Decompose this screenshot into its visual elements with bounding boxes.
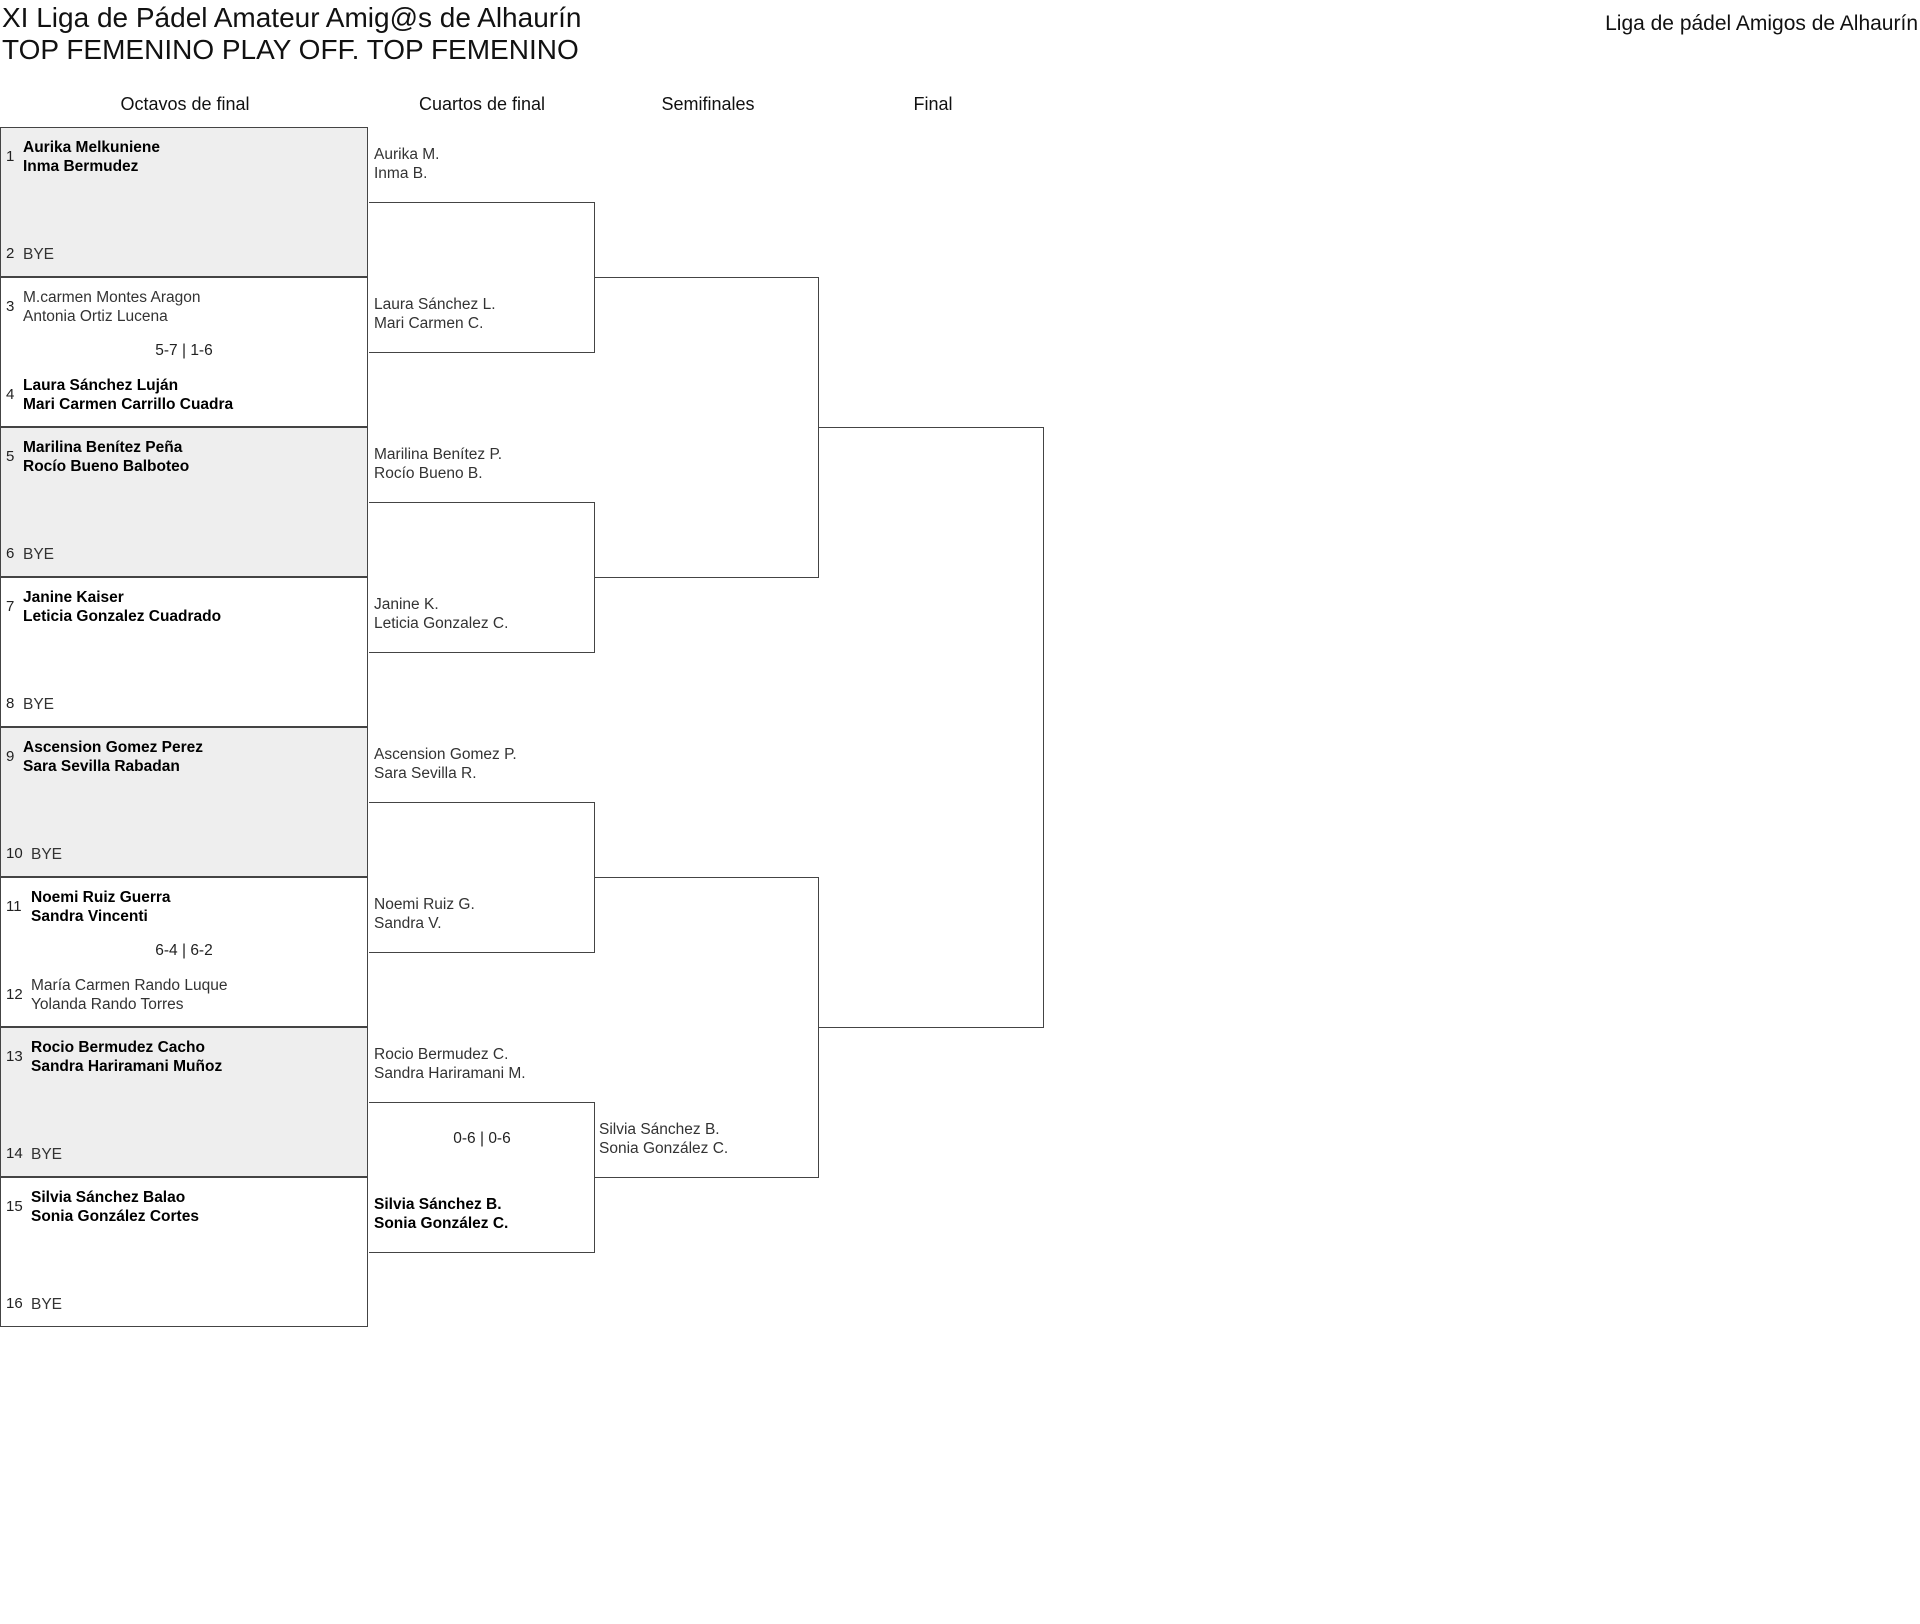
player-name: Marilina Benítez Peña bbox=[23, 439, 183, 456]
player-name: Silvia Sánchez Balao bbox=[31, 1189, 186, 1206]
player-name: Sandra Hariramani M. bbox=[374, 1065, 526, 1082]
player-name: Laura Sánchez Luján bbox=[23, 377, 179, 394]
player-name: Laura Sánchez L. bbox=[374, 296, 496, 313]
player-name: Inma Bermudez bbox=[23, 158, 139, 175]
player-name: M.carmen Montes Aragon bbox=[23, 289, 201, 306]
player-name: Antonia Ortiz Lucena bbox=[23, 308, 168, 325]
player-name: Aurika Melkuniene bbox=[23, 139, 160, 156]
seed-number: 16 bbox=[6, 1295, 23, 1312]
player-name: Leticia Gonzalez C. bbox=[374, 615, 509, 632]
seed-number: 13 bbox=[6, 1048, 23, 1065]
player-name: Leticia Gonzalez Cuadrado bbox=[23, 608, 222, 625]
seed-number: 15 bbox=[6, 1198, 23, 1215]
bye-label: BYE bbox=[31, 846, 63, 863]
round-header-final: Final bbox=[913, 94, 953, 114]
player-name: Rocio Bermudez C. bbox=[374, 1046, 509, 1063]
match-final[interactable] bbox=[818, 427, 1044, 1028]
player-name: Noemi Ruiz G. bbox=[374, 896, 475, 913]
player-name: Ascension Gomez Perez bbox=[23, 739, 204, 756]
bye-label: BYE bbox=[31, 1296, 63, 1313]
player-name: Marilina Benítez P. bbox=[374, 446, 503, 463]
player-name: Sonia González C. bbox=[374, 1215, 509, 1232]
player-name: Rocío Bueno Balboteo bbox=[23, 458, 190, 475]
bye-label: BYE bbox=[23, 246, 55, 263]
seed-number: 14 bbox=[6, 1145, 23, 1162]
match-score: 0-6 | 0-6 bbox=[453, 1130, 511, 1147]
bye-label: BYE bbox=[31, 1146, 63, 1163]
player-name: Inma B. bbox=[374, 165, 428, 182]
seed-number: 3 bbox=[6, 298, 15, 315]
bye-label: BYE bbox=[23, 696, 55, 713]
draw-title: TOP FEMENINO PLAY OFF. TOP FEMENINO bbox=[2, 34, 579, 65]
round-header-cuartos: Cuartos de final bbox=[418, 94, 546, 114]
player-name: Yolanda Rando Torres bbox=[31, 996, 184, 1013]
player-name: Noemi Ruiz Guerra bbox=[31, 889, 171, 906]
seed-number: 11 bbox=[6, 898, 22, 915]
seed-number: 4 bbox=[6, 386, 15, 403]
player-name: Janine Kaiser bbox=[23, 589, 124, 606]
player-name: Silvia Sánchez B. bbox=[599, 1121, 720, 1138]
round-header-octavos: Octavos de final bbox=[120, 94, 250, 114]
player-name: Rocio Bermudez Cacho bbox=[31, 1039, 205, 1056]
match-score: 5-7 | 1-6 bbox=[155, 342, 213, 359]
player-name: Sonia González Cortes bbox=[31, 1208, 199, 1225]
organizer-name: Liga de pádel Amigos de Alhaurín bbox=[1605, 12, 1918, 35]
tournament-title: XI Liga de Pádel Amateur Amig@s de Alhau… bbox=[2, 2, 582, 33]
player-name: Sara Sevilla Rabadan bbox=[23, 758, 180, 775]
seed-number: 1 bbox=[6, 148, 15, 165]
match-score: 6-4 | 6-2 bbox=[155, 942, 213, 959]
player-name: Sonia González C. bbox=[599, 1140, 729, 1157]
seed-number: 2 bbox=[6, 245, 15, 262]
match-semifinals[interactable] bbox=[594, 277, 819, 578]
seed-number: 10 bbox=[6, 845, 23, 862]
player-name: Mari Carmen Carrillo Cuadra bbox=[23, 396, 234, 413]
seed-number: 7 bbox=[6, 598, 15, 615]
player-name: Mari Carmen C. bbox=[374, 315, 484, 332]
bye-label: BYE bbox=[23, 546, 55, 563]
seed-number: 9 bbox=[6, 748, 15, 765]
player-name: María Carmen Rando Luque bbox=[31, 977, 228, 994]
seed-number: 5 bbox=[6, 448, 15, 465]
player-name: Sandra Vincenti bbox=[31, 908, 148, 925]
player-name: Sandra Hariramani Muñoz bbox=[31, 1058, 223, 1075]
player-name: Rocío Bueno B. bbox=[374, 465, 483, 482]
player-name: Sandra V. bbox=[374, 915, 442, 932]
player-name: Sara Sevilla R. bbox=[374, 765, 477, 782]
player-name: Janine K. bbox=[374, 596, 439, 613]
player-name: Ascension Gomez P. bbox=[374, 746, 517, 763]
round-header-semifinales: Semifinales bbox=[661, 94, 755, 114]
seed-number: 8 bbox=[6, 695, 15, 712]
seed-number: 12 bbox=[6, 986, 23, 1003]
player-name: Aurika M. bbox=[374, 146, 440, 163]
player-name: Silvia Sánchez B. bbox=[374, 1196, 502, 1213]
seed-number: 6 bbox=[6, 545, 15, 562]
